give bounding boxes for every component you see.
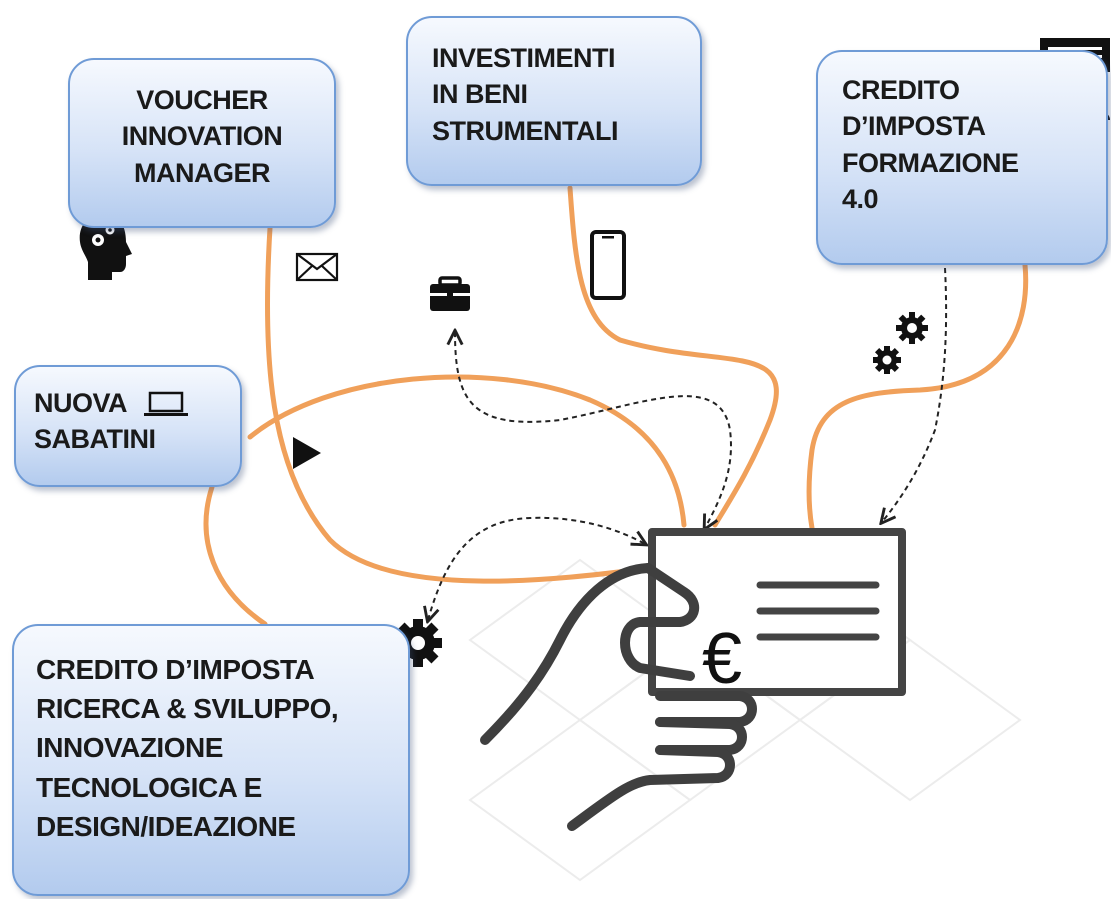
box-line: CREDITO D’IMPOSTA [36, 654, 315, 685]
dashed-arrow-ricerca [428, 516, 645, 620]
box-line: IN BENI [432, 79, 528, 110]
box-line: 4.0 [842, 184, 879, 215]
gears-icon [873, 312, 928, 374]
box-line-text: NUOVA [34, 388, 127, 418]
box-credito-ricerca-sviluppo: CREDITO D’IMPOSTA RICERCA & SVILUPPO, IN… [12, 624, 410, 896]
laptop-icon [144, 391, 189, 416]
briefcase-icon [430, 276, 470, 311]
hand-holding-cheque-icon [480, 528, 906, 831]
envelope-icon [295, 252, 339, 282]
currency-symbol: € [702, 619, 742, 699]
box-line: STRUMENTALI [432, 115, 618, 146]
box-line: DESIGN/IDEAZIONE [36, 810, 296, 842]
dashed-arrow-formazione [882, 267, 948, 522]
box-line: INNOVATION [121, 121, 283, 152]
box-line: VOUCHER [136, 85, 268, 115]
box-line: INVESTIMENTI [432, 43, 616, 73]
connector-ricerca [203, 484, 268, 627]
box-line: TECNOLOGICA E [36, 771, 262, 803]
dashed-arrow-briefcase [455, 332, 732, 528]
box-line: CREDITO [842, 75, 960, 105]
box-line: SABATINI [34, 424, 156, 455]
box-line: NUOVA [34, 385, 240, 421]
box-nuova-sabatini: NUOVA SABATINI [14, 365, 242, 487]
box-line: MANAGER [134, 157, 271, 188]
connector-formazione [806, 262, 1029, 531]
dashed-arrows [428, 267, 948, 620]
box-investimenti-beni-strumentali: INVESTIMENTI IN BENI STRUMENTALI [406, 16, 702, 186]
play-arrow-icon [293, 437, 321, 469]
connector-investimenti [567, 185, 779, 528]
box-voucher-innovation-manager: VOUCHER INNOVATION MANAGER [68, 58, 336, 228]
head-gears-icon [79, 214, 132, 280]
smartphone-icon [590, 230, 626, 300]
box-line: FORMAZIONE [842, 147, 1019, 178]
box-line: RICERCA & SVILUPPO, [36, 693, 339, 725]
box-line: INNOVAZIONE [36, 732, 223, 764]
box-credito-formazione: CREDITO D’IMPOSTA FORMAZIONE 4.0 [816, 50, 1108, 265]
box-line: D’IMPOSTA [842, 111, 986, 142]
